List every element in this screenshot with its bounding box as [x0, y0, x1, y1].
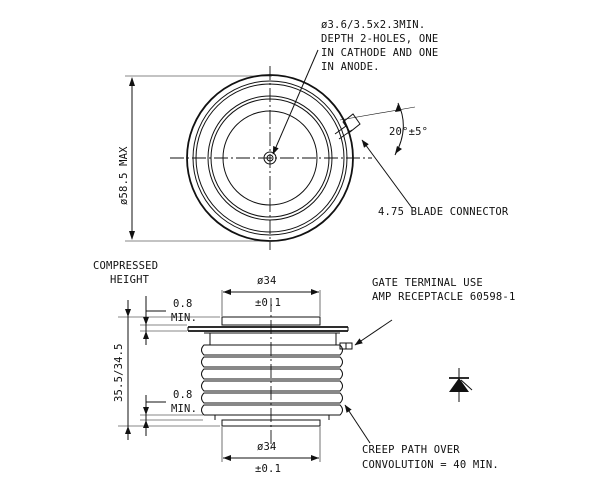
top-tolerance-label: ±0.1	[255, 297, 281, 309]
top-view-centerlines	[170, 66, 372, 250]
gate-leader-line	[354, 319, 393, 346]
hole-note-line-4: IN ANODE.	[321, 61, 380, 73]
hole-leader-line	[272, 49, 319, 155]
top-diameter-dimension	[221, 289, 321, 316]
top-diameter-label: ø34	[257, 275, 277, 287]
blade-leader-line	[361, 139, 413, 209]
bottom-gap-value: 0.8	[173, 389, 193, 401]
diameter-label: ø58.5 MAX	[118, 146, 130, 205]
blade-connector	[334, 113, 361, 140]
top-view: ø3.6/3.5x2.3MIN. DEPTH 2-HOLES, ONE IN C…	[118, 19, 509, 250]
thyristor-symbol-icon	[449, 368, 473, 402]
creep-note-line-1: CREEP PATH OVER	[362, 444, 460, 456]
angle-dimension	[339, 102, 416, 156]
bottom-gap-unit: MIN.	[171, 403, 197, 415]
gate-note-line-2: AMP RECEPTACLE 60598-1	[372, 291, 515, 303]
top-gap-unit: MIN.	[171, 312, 197, 324]
blade-connector-label: 4.75 BLADE CONNECTOR	[378, 206, 509, 218]
angle-label: 20°±5°	[389, 126, 428, 138]
bottom-gap-dimension	[140, 395, 203, 436]
side-view: ø34 ±0.1 ø34 ±0.1 35.5/34.5 COMPRESSED H…	[93, 260, 515, 475]
diameter-dimension	[125, 75, 272, 242]
bottom-diameter-label: ø34	[257, 441, 277, 453]
ceramic-housing	[201, 332, 343, 427]
creep-note-line-2: CONVOLUTION = 40 MIN.	[362, 459, 499, 471]
hole-note-line-2: DEPTH 2-HOLES, ONE	[321, 33, 438, 45]
bottom-diameter-dimension	[221, 427, 321, 462]
height-label: 35.5/34.5	[113, 343, 125, 402]
hole-note-line-3: IN CATHODE AND ONE	[321, 47, 438, 59]
bottom-tolerance-label: ±0.1	[255, 463, 281, 475]
gate-note-line-1: GATE TERMINAL USE	[372, 277, 483, 289]
top-gap-dimension	[140, 296, 187, 345]
creep-leader-line	[344, 404, 371, 444]
height-dimension	[118, 300, 220, 440]
gate-terminal	[339, 342, 353, 350]
top-gap-value: 0.8	[173, 298, 193, 310]
compressed-height-line-2: HEIGHT	[110, 274, 150, 286]
compressed-height-line-1: COMPRESSED	[93, 260, 158, 272]
hole-note-line-1: ø3.6/3.5x2.3MIN.	[321, 19, 425, 31]
